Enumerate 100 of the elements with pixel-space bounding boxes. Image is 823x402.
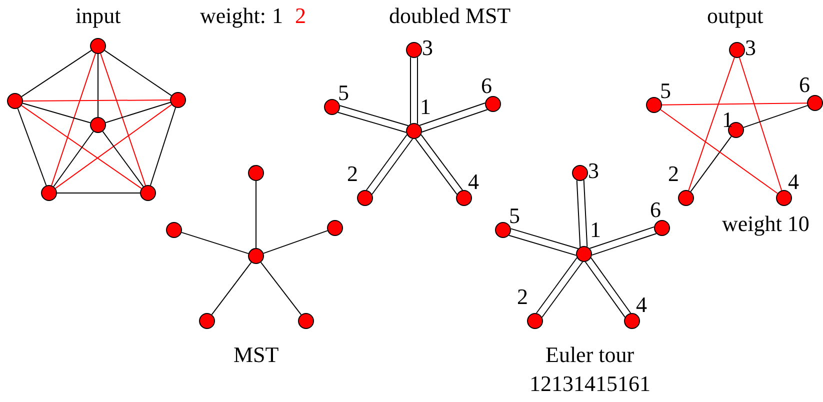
graph-edge: [591, 233, 657, 256]
vertex-dot: [324, 99, 340, 115]
graph-edge: [420, 134, 463, 191]
graph-edge: [660, 109, 778, 194]
vertex-number: 2: [347, 162, 358, 186]
panel-title: doubled MST: [389, 4, 511, 28]
vertex-number: 2: [517, 285, 528, 309]
graph-edge: [510, 228, 579, 250]
graph-edge: [100, 53, 146, 186]
graph-edge: [583, 180, 588, 248]
vertex-number: 1: [420, 95, 431, 119]
graph-edge: [22, 100, 170, 102]
graph-edge: [366, 134, 408, 191]
graph-edge: [410, 56, 411, 124]
graph-edge: [738, 57, 782, 191]
vertex-number: 3: [422, 36, 433, 60]
graph-edge: [589, 226, 655, 249]
graph-edge: [17, 108, 47, 186]
vertex-dot: [807, 95, 823, 111]
graph-edge: [584, 261, 626, 318]
vertex-dot: [495, 222, 511, 238]
vertex-number: 6: [799, 73, 810, 97]
graph-edge: [263, 230, 328, 254]
weight-value: 1: [272, 4, 283, 28]
vertex-dot: [248, 165, 264, 181]
vertex-dot: [327, 220, 343, 236]
graph-edge: [536, 257, 578, 314]
graph-edge: [590, 257, 632, 314]
graph-edge: [662, 102, 808, 106]
vertex-dot: [170, 92, 186, 108]
vertex-dot: [140, 185, 156, 201]
vertex-number: 6: [650, 198, 661, 222]
graph-edge: [421, 109, 488, 132]
tour-sequence: 12131415161: [530, 372, 650, 396]
graph-edge: [22, 102, 91, 124]
graph-edge: [542, 261, 584, 318]
legend-title: weight:: [200, 4, 266, 28]
graph-edge: [56, 192, 140, 194]
panel-title: MST: [234, 343, 279, 367]
vertex-dot: [357, 190, 373, 206]
graph-edge: [104, 50, 172, 96]
vertex-number: 5: [660, 79, 671, 103]
vertex-dot: [729, 42, 745, 58]
vertex-dot: [624, 313, 640, 329]
graph-edge: [417, 56, 418, 124]
vertex-number: 1: [722, 108, 733, 132]
graph-edge: [688, 57, 735, 191]
vertex-dot: [7, 93, 23, 109]
vertex-dot: [646, 97, 662, 113]
vertex-dot: [776, 190, 792, 206]
graph-edge: [690, 136, 732, 192]
vertex-dot: [654, 220, 670, 236]
vertex-dot: [485, 96, 501, 112]
vertex-dot: [90, 38, 106, 54]
vertex-number: 4: [788, 170, 799, 194]
vertex-dot: [41, 185, 57, 201]
vertex-dot: [456, 190, 472, 206]
graph-edge: [53, 131, 94, 187]
vertex-number: 4: [468, 170, 479, 194]
vertex-dot: [90, 117, 106, 133]
vertex-dot: [527, 313, 543, 329]
graph-edge: [415, 138, 458, 195]
graph-edge: [150, 107, 176, 186]
graph-edge: [419, 102, 486, 126]
graph-edge: [576, 180, 581, 248]
graph-edge: [55, 104, 172, 189]
graph-edge: [21, 50, 92, 98]
graph-edge: [21, 105, 142, 189]
vertex-dot: [678, 190, 694, 206]
graph-edge: [743, 105, 808, 128]
graph-edge: [211, 262, 252, 316]
graph-edge: [102, 130, 144, 188]
graph-edge: [508, 234, 577, 256]
vertex-dot: [248, 248, 264, 264]
vertex-dot: [406, 123, 422, 139]
vertex-dot: [572, 165, 588, 181]
graph-edge: [105, 102, 171, 124]
graph-edge: [51, 53, 96, 186]
vertex-number: 5: [338, 81, 349, 105]
graph-edge: [339, 105, 409, 126]
vertex-number: 5: [509, 204, 520, 228]
graph-edge: [260, 262, 302, 316]
graph-edge: [181, 232, 249, 254]
vertex-number: 2: [668, 162, 679, 186]
vertex-dot: [199, 313, 215, 329]
vertex-number: 1: [590, 218, 601, 242]
weight-value: 2: [295, 4, 306, 28]
panel-title: Euler tour: [546, 343, 634, 367]
vertex-number: 3: [745, 36, 756, 60]
vertex-dot: [298, 313, 314, 329]
vertex-dot: [406, 42, 422, 58]
panel-title: output: [707, 4, 764, 28]
vertex-number: 6: [481, 74, 492, 98]
vertex-number: 3: [588, 159, 599, 183]
graph-edge: [337, 112, 407, 133]
vertex-number: 4: [636, 293, 647, 317]
panel-title: input: [76, 4, 121, 28]
vertex-dot: [576, 246, 592, 262]
graph-edge: [372, 138, 414, 195]
weight-note: weight 10: [722, 212, 810, 236]
